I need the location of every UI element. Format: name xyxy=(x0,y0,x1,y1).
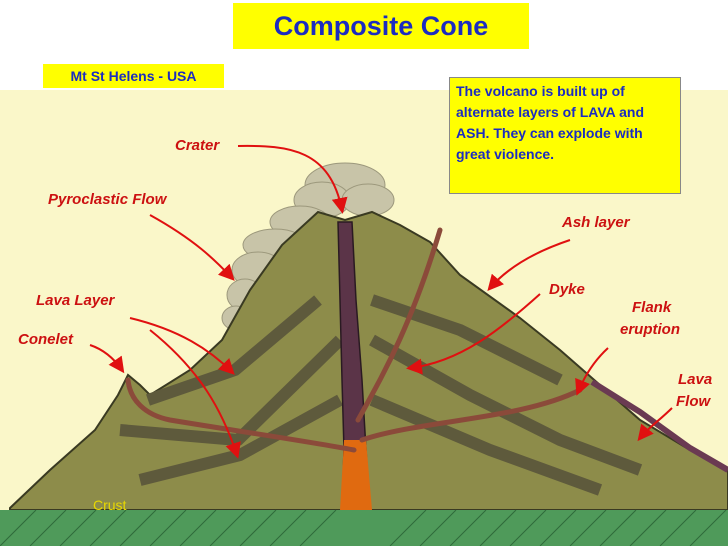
flank-label-line1: Flank xyxy=(632,299,672,316)
pyroclastic-flow-label: Pyroclastic Flow xyxy=(48,191,167,208)
dyke-arrow-a xyxy=(149,329,241,459)
crater-label: Crater xyxy=(175,137,220,154)
page-title: Composite Cone xyxy=(233,3,529,49)
conelet-arrow xyxy=(89,344,125,374)
lava-flow xyxy=(590,379,728,473)
lava-flow-label-line1: Lava xyxy=(678,371,713,388)
dyke-branches xyxy=(125,227,583,453)
ash-layer-arrow xyxy=(487,239,571,292)
info-box: The volcano is built up of alternate lay… xyxy=(449,77,681,194)
crust-hatching xyxy=(0,509,727,546)
magma-glow xyxy=(340,440,372,510)
conelet-label: Conelet xyxy=(18,331,74,348)
lava-flow-arrow xyxy=(637,407,673,442)
ash-layer-label: Ash layer xyxy=(562,214,630,231)
flank-arrow xyxy=(575,347,609,396)
crater-arrow xyxy=(237,144,348,214)
lava-layer-label: Lava Layer xyxy=(36,292,115,309)
pyroclastic-arrow xyxy=(149,214,235,281)
flank-label-line2: eruption xyxy=(620,321,680,338)
lava-flow-label-line2: Flow xyxy=(676,393,711,410)
crust-label: Crust xyxy=(93,497,127,513)
label-arrows xyxy=(89,144,673,459)
ground xyxy=(0,510,728,546)
dyke-arrow xyxy=(406,293,541,375)
lava-layer-arrow xyxy=(129,317,235,375)
subtitle: Mt St Helens - USA xyxy=(43,64,224,88)
dyke-label: Dyke xyxy=(549,281,585,298)
